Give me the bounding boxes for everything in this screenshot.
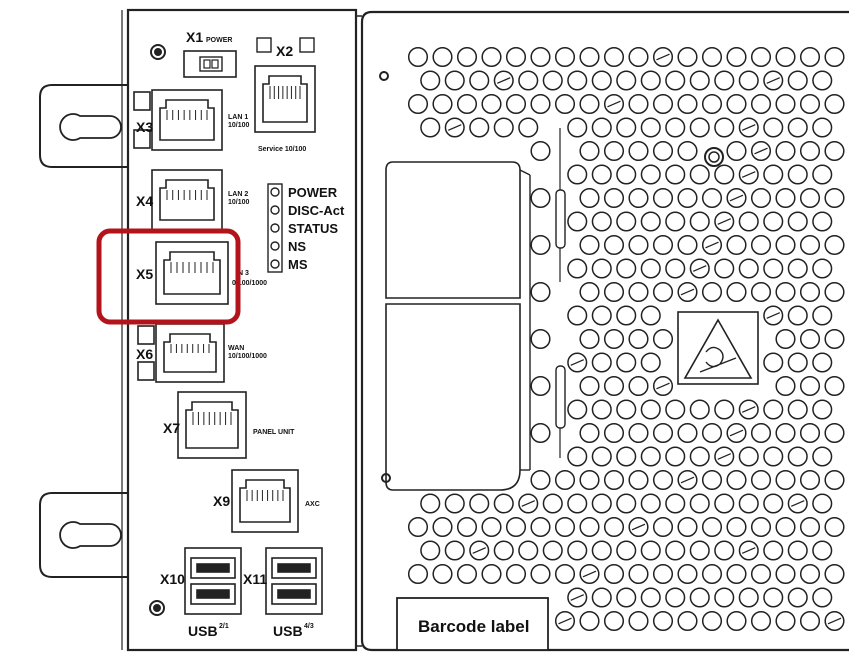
x11-label: USB	[273, 623, 303, 639]
x3-label-2: 10/100	[228, 122, 250, 129]
x4-label-2: 10/100	[228, 199, 250, 206]
x5-label-2: 0/100/1000	[232, 280, 267, 287]
x1-label: POWER	[206, 37, 232, 44]
x10-label: USB	[188, 623, 218, 639]
led-label-ns: NS	[288, 239, 306, 254]
x11-id: X11	[243, 571, 267, 587]
x7-ethernet-port	[177, 391, 247, 459]
x5-id: X5	[136, 266, 153, 282]
x5-highlight-frame	[96, 228, 241, 325]
slot-feature-upper	[555, 189, 566, 249]
barcode-label-text: Barcode label	[418, 617, 530, 636]
led-indicators	[267, 183, 283, 273]
panel-screw-bottom	[149, 600, 165, 616]
bottom-keyhole	[59, 521, 122, 549]
barcode-label-box	[396, 597, 549, 651]
x11-usb-port	[265, 547, 323, 615]
led-label-power: POWER	[288, 185, 338, 200]
ventilation-grid	[407, 46, 845, 632]
x9-id: X9	[213, 493, 230, 509]
x4-id: X4	[136, 193, 153, 209]
esd-warning-box	[677, 311, 759, 385]
slot-feature-lower	[555, 365, 566, 429]
x3-id: X3	[136, 119, 153, 135]
x4-label-1: LAN 2	[228, 191, 248, 198]
led-label-status: STATUS	[288, 221, 338, 236]
left-cover-plate-lower	[385, 303, 521, 491]
x10-id: X10	[160, 571, 185, 587]
x1-power-connector	[183, 50, 237, 78]
x2-id: X2	[276, 43, 293, 59]
x11-sup: 4/3	[304, 623, 314, 630]
x2-label: Service 10/100	[258, 146, 306, 153]
housing-screw-left	[379, 71, 389, 81]
esd-warning-icon	[683, 318, 753, 379]
x9-ethernet-port	[231, 469, 299, 533]
x3-label-1: LAN 1	[228, 114, 248, 121]
x6-ethernet-port	[137, 323, 225, 383]
top-keyhole	[59, 113, 122, 141]
center-knob	[704, 147, 724, 167]
led-label-ms: MS	[288, 257, 308, 272]
x10-sup: 2/1	[219, 623, 229, 630]
x7-label: PANEL UNIT	[253, 429, 295, 436]
x7-id: X7	[163, 420, 180, 436]
x2-ethernet-port	[254, 65, 316, 133]
x3-ethernet-port	[133, 89, 223, 151]
panel-screw-top	[150, 44, 166, 60]
x5-ethernet-port	[155, 241, 229, 305]
x6-id: X6	[136, 346, 153, 362]
x4-ethernet-port	[151, 169, 223, 231]
x9-label: AXC	[305, 501, 320, 508]
x6-label-2: 10/100/1000	[228, 353, 267, 360]
left-cover-plate	[385, 161, 521, 299]
top-mounting-bracket	[39, 84, 128, 168]
led-label-disc-act: DISC-Act	[288, 203, 345, 218]
bottom-mounting-bracket	[39, 492, 128, 578]
x5-label-1: N 3	[238, 270, 249, 277]
front-panel	[126, 8, 358, 652]
x1-id: X1	[186, 29, 203, 45]
housing	[360, 10, 849, 652]
x6-label-1: WAN	[228, 345, 244, 352]
x10-usb-port	[184, 547, 242, 615]
